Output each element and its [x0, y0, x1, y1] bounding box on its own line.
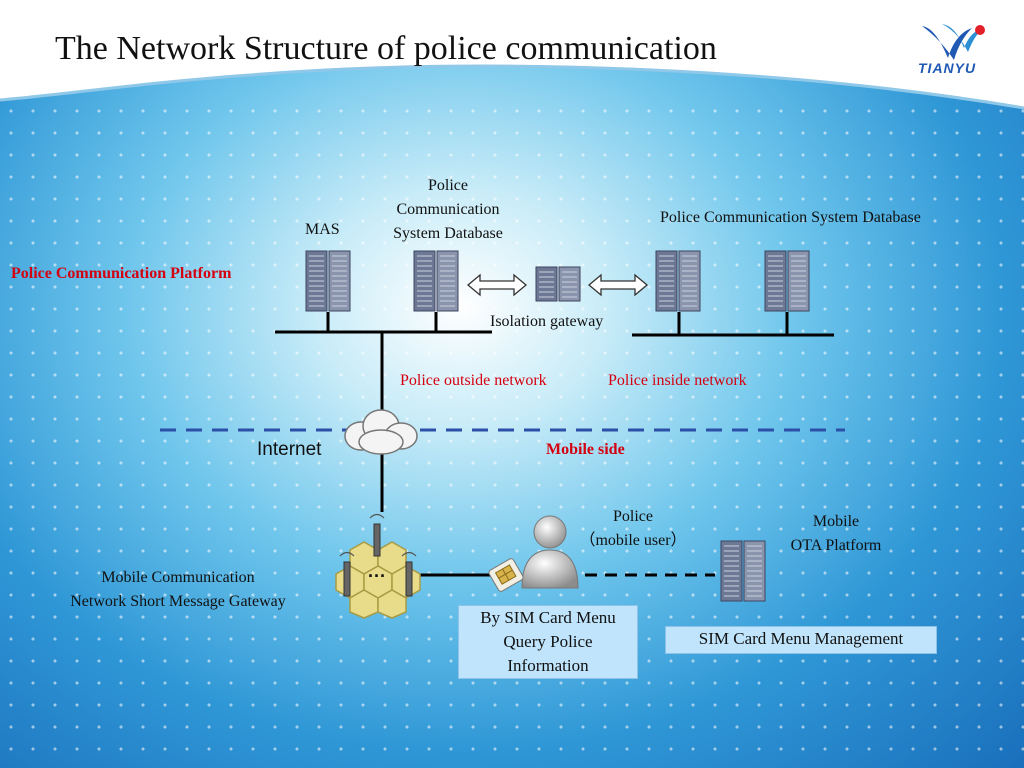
- tianyu-wave-logo-icon: [922, 24, 985, 60]
- person-icon: [521, 515, 579, 589]
- sms-gateway-label: Mobile Communication Network Short Messa…: [38, 566, 318, 614]
- server-tower-graphic: [535, 266, 581, 302]
- page-title: The Network Structure of police communic…: [55, 30, 717, 67]
- isolation-gateway-label: Isolation gateway: [490, 313, 604, 330]
- svg-text:···: ···: [368, 566, 386, 586]
- mas-server-icon: [305, 250, 351, 312]
- ota-server-icon: [720, 540, 766, 602]
- ota-platform-label: Mobile OTA Platform: [768, 510, 904, 558]
- pcsd-top-label: Police Communication System Database: [368, 174, 528, 246]
- server-tower-graphic: [413, 250, 459, 312]
- sim-card-icon: [488, 558, 524, 592]
- platform-label: Police Communication Platform: [11, 265, 232, 282]
- police-db-server-icon: [413, 250, 459, 312]
- ota-line2: OTA Platform: [790, 537, 882, 554]
- pcsd-top-line2: Communication: [396, 201, 500, 218]
- police-user-line2: （mobile user）: [579, 532, 687, 549]
- cell-tower-cluster-icon: ···: [335, 513, 421, 619]
- server-tower-graphic: [655, 250, 701, 312]
- outside-network-label: Police outside network: [400, 372, 547, 389]
- internet-label: Internet: [257, 439, 322, 460]
- pcsd-right-label: Police Communication System Database: [660, 209, 921, 226]
- sim-query-line1: By SIM Card Menu: [480, 608, 616, 627]
- police-user-label: Police （mobile user）: [566, 505, 700, 553]
- isolation-gateway-server-icon: [535, 266, 581, 302]
- inside-db1-server-icon: [655, 250, 701, 312]
- inside-network-label: Police inside network: [608, 372, 747, 389]
- sim-query-line2: Query Police: [503, 632, 593, 651]
- server-tower-graphic: [720, 540, 766, 602]
- gateway-line1: Mobile Communication: [101, 569, 255, 586]
- double-arrow-icon: [466, 273, 528, 297]
- header-band: [0, 0, 1024, 110]
- ota-line1: Mobile: [812, 513, 860, 530]
- cloud-icon: [344, 409, 418, 455]
- police-user-line1: Police: [613, 508, 653, 525]
- inside-db2-server-icon: [764, 250, 810, 312]
- server-tower-graphic: [305, 250, 351, 312]
- gateway-line2: Network Short Message Gateway: [70, 593, 286, 610]
- logo-text: TIANYU: [918, 60, 977, 76]
- sim-management-box: SIM Card Menu Management: [665, 626, 937, 654]
- pcsd-top-line3: System Database: [393, 225, 503, 242]
- server-tower-graphic: [764, 250, 810, 312]
- mas-label: MAS: [305, 221, 340, 238]
- pcsd-top-line1: Police: [428, 177, 468, 194]
- sim-query-line3: Information: [507, 656, 589, 675]
- sim-query-box: By SIM Card Menu Query Police Informatio…: [458, 605, 638, 679]
- tianyu-logo: TIANYU: [912, 18, 994, 80]
- double-arrow-icon: [587, 273, 649, 297]
- mobile-side-label: Mobile side: [546, 441, 625, 458]
